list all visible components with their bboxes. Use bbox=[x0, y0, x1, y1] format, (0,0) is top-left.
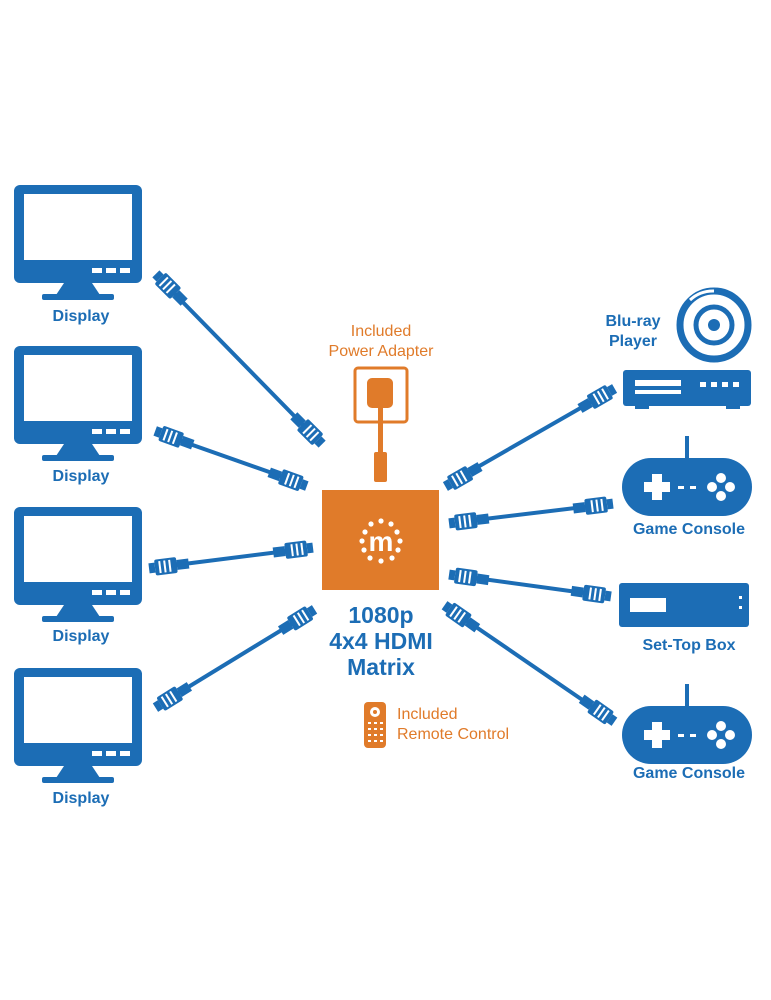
gamepad-icon bbox=[622, 684, 752, 764]
remote-control-label: Included Remote Control bbox=[397, 705, 537, 745]
matrix-title: 1080p 4x4 HDMI Matrix bbox=[300, 602, 462, 680]
remote-control-label-line2: Remote Control bbox=[397, 726, 510, 743]
monitor-icon bbox=[14, 346, 142, 461]
set-top-box-icon bbox=[619, 583, 749, 627]
display-label: Display bbox=[52, 790, 110, 807]
set-top-box-label: Set-Top Box bbox=[642, 637, 736, 654]
remote-control-icon bbox=[364, 702, 386, 748]
display-label: Display bbox=[52, 308, 110, 325]
hdmi-cable-display-4 bbox=[151, 602, 319, 715]
hdmi-matrix-box-icon: m bbox=[322, 490, 439, 590]
matrix-logo-letter: m bbox=[369, 526, 394, 557]
game-console-label: Game Console bbox=[632, 521, 746, 538]
monitor-icon bbox=[14, 185, 142, 300]
power-adapter-label-line2: Power Adapter bbox=[328, 343, 434, 360]
matrix-title-line1: 1080p bbox=[348, 602, 414, 628]
monitor-icon bbox=[14, 507, 142, 622]
monitor-icon bbox=[14, 668, 142, 783]
power-adapter-icon bbox=[353, 366, 409, 482]
matrix-title-line3: Matrix bbox=[347, 654, 415, 680]
gamepad-icon bbox=[622, 436, 752, 516]
bluray-label-line1: Blu-ray bbox=[605, 313, 661, 330]
bluray-label-line2: Player bbox=[608, 333, 658, 350]
matrix-title-line2: 4x4 HDMI bbox=[329, 628, 433, 654]
hdmi-cable-display-2 bbox=[152, 423, 310, 494]
display-label: Display bbox=[52, 628, 110, 645]
hdmi-cable-display-1 bbox=[150, 268, 328, 450]
blu-ray-player-icon bbox=[623, 287, 752, 409]
display-label: Display bbox=[52, 468, 110, 485]
hdmi-cable-set-top-box bbox=[447, 566, 613, 605]
hdmi-cable-game-console-1 bbox=[448, 495, 614, 532]
bluray-label: Blu-ray Player bbox=[588, 312, 678, 352]
power-adapter-label-line1: Included bbox=[350, 323, 412, 340]
game-console-label: Game Console bbox=[632, 765, 746, 782]
remote-control-label-line1: Included bbox=[397, 706, 458, 723]
hdmi-cable-bluray bbox=[441, 381, 619, 494]
hdmi-cable-game-console-2 bbox=[439, 598, 620, 729]
hdmi-cable-display-3 bbox=[148, 539, 314, 577]
power-adapter-label: Included Power Adapter bbox=[300, 322, 462, 362]
